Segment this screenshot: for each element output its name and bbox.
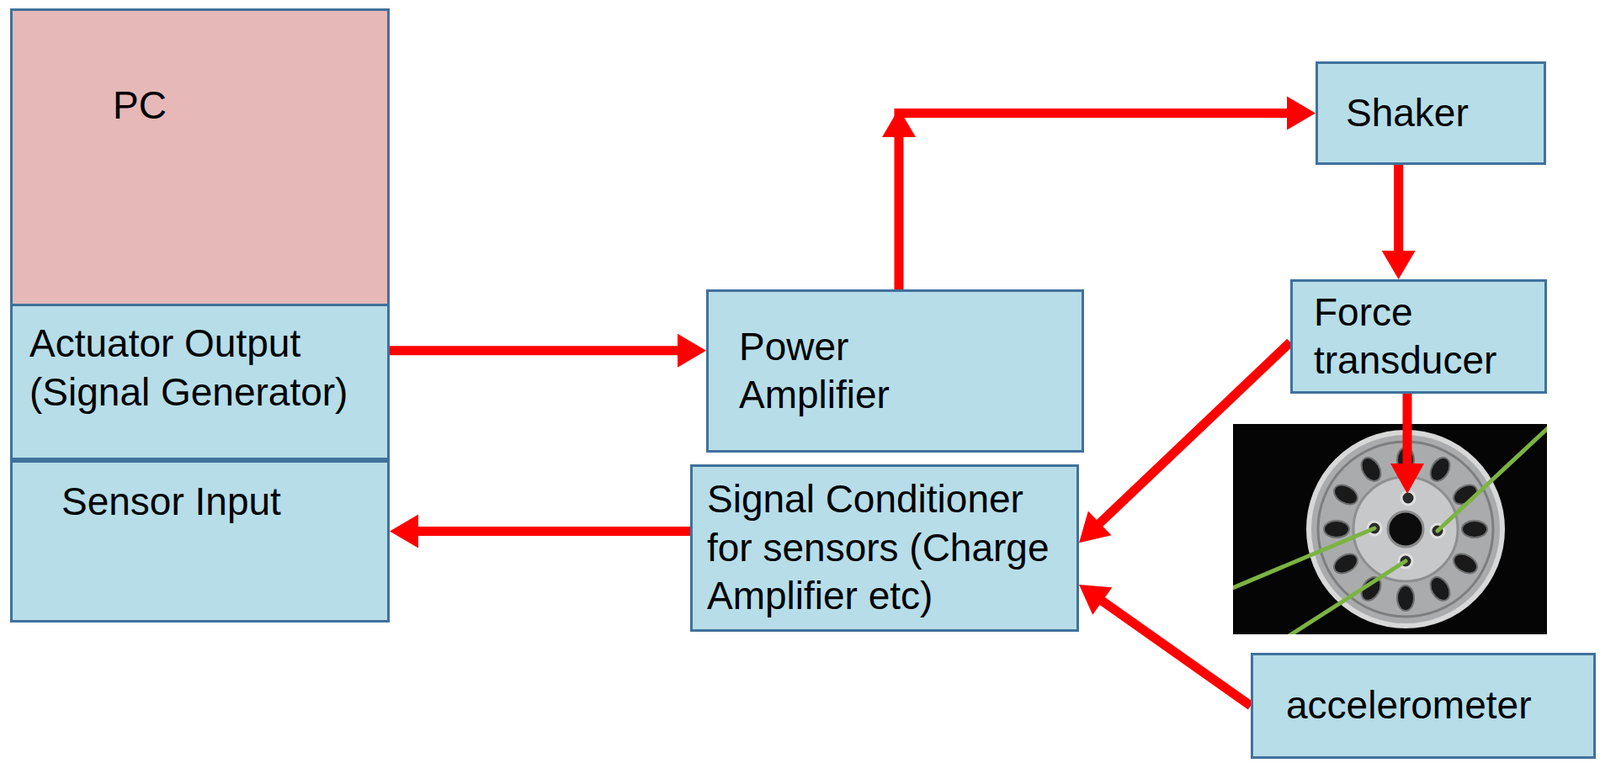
arrow-head bbox=[1390, 463, 1425, 495]
arrow-head bbox=[1286, 96, 1316, 131]
sensor-strings bbox=[1233, 427, 1547, 635]
force-to-wheel-arrow bbox=[1390, 393, 1425, 495]
box-label: Shaker bbox=[1345, 89, 1469, 139]
arrow-line bbox=[1393, 164, 1404, 255]
box-label: Power Amplifier bbox=[738, 323, 958, 420]
center-hole bbox=[1387, 511, 1424, 548]
box-label: Sensor Input bbox=[61, 478, 282, 527]
signal-arrow bbox=[389, 334, 707, 368]
lug-holes bbox=[1367, 491, 1445, 569]
signal-arrow bbox=[389, 514, 691, 548]
box-label: Actuator Output (Signal Generator) bbox=[29, 319, 367, 417]
signal-arrow bbox=[1079, 584, 1251, 707]
power-amplifier-box: Power Amplifier bbox=[706, 289, 1085, 453]
force-transducer-box: Force transducer bbox=[1290, 279, 1547, 394]
signal-arrow bbox=[1079, 342, 1291, 543]
actuator-output-box: Actuator Output (Signal Generator) bbox=[10, 303, 390, 461]
box-label: Force transducer bbox=[1313, 288, 1533, 386]
arrow-head bbox=[882, 108, 916, 138]
accelerometer-box: accelerometer bbox=[1250, 653, 1596, 760]
arrow-head bbox=[1079, 510, 1111, 543]
arrow-line bbox=[414, 526, 691, 537]
box-label: Signal Conditioner for sensors (Charge A… bbox=[706, 475, 1061, 622]
box-label: PC bbox=[112, 81, 167, 131]
vent-holes bbox=[1323, 447, 1488, 612]
signal-arrow bbox=[1382, 164, 1416, 280]
arrow-line bbox=[389, 345, 681, 356]
arrow-head bbox=[1079, 584, 1112, 616]
photo-background bbox=[1233, 424, 1547, 635]
signal-arrow bbox=[882, 96, 1316, 291]
arrow-line bbox=[1100, 599, 1251, 707]
signal-conditioner-box: Signal Conditioner for sensors (Charge A… bbox=[690, 464, 1080, 633]
arrow-line bbox=[898, 113, 1291, 291]
sensor-input-box: Sensor Input bbox=[10, 460, 390, 623]
arrow-head bbox=[1382, 250, 1416, 280]
pc-box: PC Actuator Output (Signal Generator) Sens… bbox=[10, 8, 390, 623]
wheel-ring bbox=[1318, 441, 1494, 617]
shaker-box: Shaker bbox=[1315, 61, 1547, 165]
arrow-line bbox=[1097, 342, 1291, 527]
arrow-head bbox=[677, 334, 707, 368]
arrow-line bbox=[1403, 393, 1413, 466]
box-label: accelerometer bbox=[1286, 681, 1531, 731]
arrow-head bbox=[389, 514, 419, 548]
